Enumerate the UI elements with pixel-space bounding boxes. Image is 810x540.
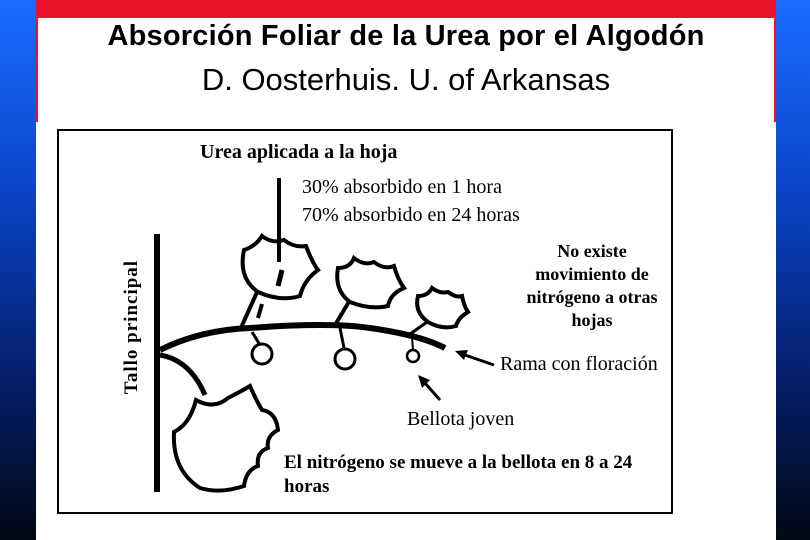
arrow-flowering-branch-head [455,350,468,360]
boll-1 [250,342,274,366]
treated-leaf [240,233,321,301]
nitrogen-moves-label: El nitrógeno se mueve a la bellota en 8 … [284,452,633,497]
absorption-24h-label: 70% absorbido en 24 horas [302,204,520,226]
flowering-branch-label: Rama con floración [500,353,658,375]
flowering-branch [158,322,447,353]
lower-leaf [171,383,281,493]
urea-applied-label: Urea aplicada a la hoja [200,141,398,163]
leaf-petiole-2 [333,298,352,327]
boll-stem-2 [338,327,346,349]
title-panel [36,18,776,122]
branch-leaf-2 [335,254,408,310]
arrow-flowering-branch [461,352,495,367]
slide-subtitle: D. Oosterhuis. U. of Arkansas [201,62,611,97]
slide-title: Absorción Foliar de la Urea por el Algod… [107,20,705,52]
top-red-bar [36,0,776,18]
boll-2 [333,347,357,371]
absorption-dash-2 [256,303,264,319]
leaf-petiole-1 [238,289,260,331]
absorption-1h-label: 30% absorbido en 1 hora [302,176,502,198]
boll-stem-3 [411,336,414,351]
absorption-dash-1 [275,269,285,287]
lower-leaf-petiole [159,352,208,397]
arrow-young-boll-head [418,375,430,388]
boll-stem-1 [250,331,262,346]
diagram-frame [57,129,673,514]
young-boll-label: Bellota joven [407,408,515,430]
branch-leaf-3 [415,284,471,330]
boll-3-young [405,348,421,364]
no-movement-label: No existe movimiento de nitrógeno a otra… [526,241,658,330]
red-border-right [774,0,776,122]
red-border-left [36,0,38,122]
arrow-young-boll [422,381,442,401]
main-stem-label: Tallo principal [121,259,142,395]
